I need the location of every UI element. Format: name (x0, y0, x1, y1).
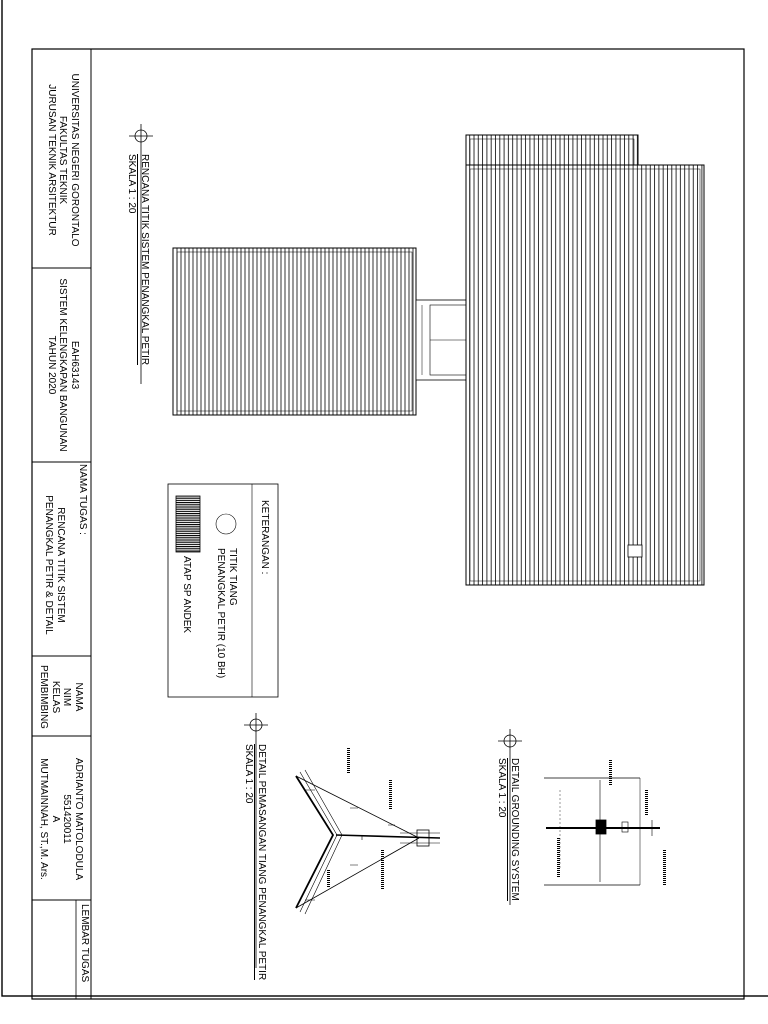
pole-detail-title: DETAIL PEMASANGAN TIANG PENANGKAL PETIR … (243, 744, 267, 981)
drawing-frame (31, 48, 745, 1000)
section-marker-grounding (498, 729, 522, 905)
student-nim: 551420011 (61, 794, 73, 844)
grounding-detail-scale: SKALA 1 : 20 (496, 758, 508, 818)
legend-item-pole: TITIK TIANG PENANGKAL PETIR (10 BH) (215, 548, 239, 679)
legend-heading: KETERANGAN : (259, 500, 270, 575)
detail-pole-drawing (295, 769, 441, 915)
detail-grounding-drawing (544, 777, 660, 886)
pole-detail-scale: SKALA 1 : 20 (243, 744, 255, 804)
roof-small-wing (172, 247, 417, 416)
course-name: SISTEM KELENGKAPAN BANGUNAN (57, 278, 69, 452)
label-pembimbing: PEMBIMBING (38, 665, 50, 729)
legend-pole-symbol (215, 513, 237, 535)
section-marker-plan (129, 124, 153, 384)
student-class: A (50, 815, 61, 823)
course-code: EAH63143 (69, 340, 80, 390)
legend-item-roof: ATAP SP ANDEK (181, 556, 192, 634)
sheet-label: LEMBAR TUGAS (79, 904, 90, 983)
task-label: NAMA TUGAS : (77, 464, 88, 535)
annotation-mark (389, 780, 392, 810)
legend-item-pole-line2: PENANGKAL PETIR (10 BH) (215, 548, 227, 679)
plan-scale: SKALA 1 : 20 (126, 154, 138, 214)
section-marker-pole (244, 713, 268, 968)
roof-large-wing (465, 164, 705, 586)
info-values: ADRIANTO MATOLODULA 551420011 A MUTMAINN… (38, 740, 85, 898)
task-line-2: PENANGKAL PETIR & DETAIL (43, 495, 55, 635)
task-line-1: RENCANA TITIK SISTEM (55, 507, 66, 623)
department-name: JURUSAN TEKNIK ARSITEKTUR (46, 84, 57, 236)
page-frame (1, 0, 768, 997)
university-name: UNIVERSITAS NEGERI GORONTALO (69, 73, 80, 247)
task-block: RENCANA TITIK SISTEM PENANGKAL PETIR & D… (43, 472, 67, 658)
annotation-mark (663, 850, 666, 886)
legend-roof-swatch (175, 495, 201, 553)
legend-item-pole-line1: TITIK TIANG (227, 548, 238, 606)
info-labels: NAMA NIM KELAS PEMBIMBING (38, 662, 85, 732)
label-kelas: KELAS (50, 680, 61, 714)
label-nama: NAMA (73, 682, 84, 712)
annotation-mark (645, 790, 648, 816)
annotation-mark (609, 760, 612, 786)
course-year: TAHUN 2020 (46, 335, 57, 395)
student-name: ADRIANTO MATOLODULA (73, 757, 84, 881)
annotation-mark (381, 850, 384, 890)
university-block: UNIVERSITAS NEGERI GORONTALO FAKULTAS TE… (46, 64, 80, 256)
plan-title-text: RENCANA TITIK SISTEM PENANGKAL PETIR (137, 154, 150, 366)
label-nim: NIM (61, 687, 73, 707)
faculty-name: FAKULTAS TEKNIK (57, 115, 69, 205)
supervisor-name: MUTMAINNAH, ST.,M. Ars. (38, 758, 50, 880)
grounding-detail-title: DETAIL GROUNDING SYSTEM SKALA 1 : 20 (496, 758, 520, 901)
annotation-mark (327, 870, 330, 888)
plan-title: RENCANA TITIK SISTEM PENANGKAL PETIR SKA… (126, 154, 150, 366)
annotation-mark (347, 748, 350, 774)
grounding-detail-title-text: DETAIL GROUNDING SYSTEM (507, 758, 520, 901)
annotation-mark (557, 838, 560, 878)
roof-large-wing-upper (465, 134, 639, 166)
pole-detail-title-text: DETAIL PEMASANGAN TIANG PENANGKAL PETIR (254, 744, 267, 981)
course-block: EAH63143 SISTEM KELENGKAPAN BANGUNAN TAH… (46, 270, 80, 460)
